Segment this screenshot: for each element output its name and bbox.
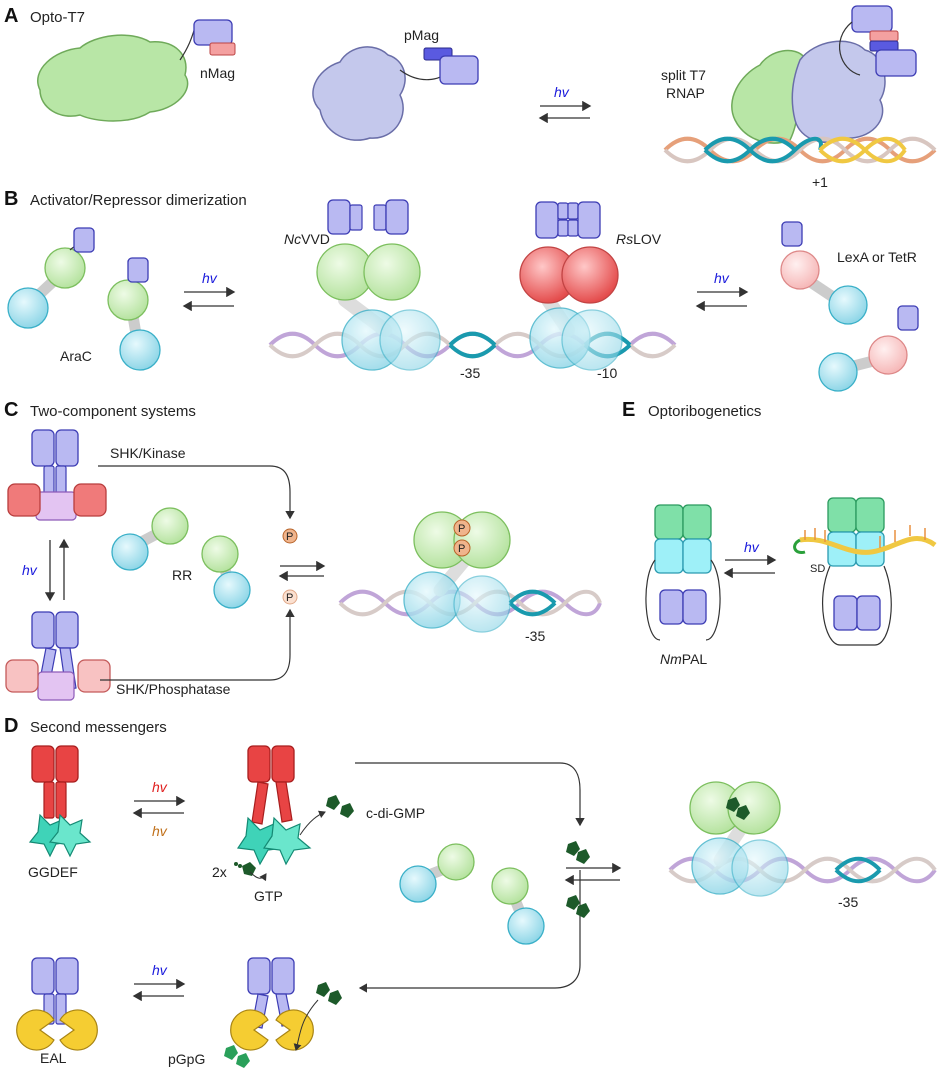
panel-a: A Opto-T7 nMag pMag hv split T7 RNAP	[4, 5, 937, 190]
rr-head-1	[151, 507, 189, 545]
panel-b-title: Activator/Repressor dimerization	[30, 192, 247, 209]
lexa-head-1	[780, 250, 820, 290]
label-sd: SD	[810, 563, 825, 575]
tf-dbd-d2	[507, 907, 545, 945]
phospho-p-4: P	[458, 543, 465, 555]
label-ncvvd: NcVVD	[284, 231, 330, 247]
label-pgpg: pGpG	[168, 1051, 205, 1067]
rr-head-2	[201, 535, 239, 573]
eal-domain-right	[59, 1009, 98, 1051]
label-shk-phosphatase: SHK/Phosphatase	[116, 681, 231, 697]
eal-domain-left	[16, 1009, 55, 1051]
lexa-head-2	[868, 335, 908, 375]
lexa-dbd-1	[828, 285, 868, 325]
shk-phosphatase-dhp	[37, 671, 75, 701]
nmag-domain	[193, 19, 233, 46]
panel-c-letter: C	[4, 399, 18, 421]
panel-a-title: Opto-T7	[30, 9, 85, 26]
tf-head-d2	[491, 867, 529, 905]
label-shk-kinase: SHK/Kinase	[110, 445, 186, 461]
shk-kinase-ca-left	[7, 483, 41, 517]
panel-b: B Activator/Repressor dimerization AraC …	[4, 188, 919, 392]
label-rnap: RNAP	[666, 85, 705, 101]
rslov-head-right	[561, 246, 619, 304]
panel-a-letter: A	[4, 5, 18, 27]
label-split-t7: split T7	[661, 67, 706, 83]
hv-label-a: hv	[554, 84, 570, 100]
label-minus10-b: -10	[597, 365, 617, 381]
panel-c: C Two-component systems SHK/Kinase hv SH…	[4, 399, 602, 701]
phospho-p-1: P	[286, 531, 293, 543]
tf-head-d1	[437, 843, 475, 881]
label-plus1: +1	[812, 174, 828, 190]
shk-kinase-ca-right	[73, 483, 107, 517]
label-arac: AraC	[60, 348, 92, 364]
ggdef-domain-right	[48, 813, 92, 858]
hv-label-d-blue: hv	[152, 962, 168, 978]
c-di-gmp-bound-icon	[726, 797, 750, 820]
label-minus35-c: -35	[525, 628, 545, 644]
c-di-gmp-icon	[326, 795, 354, 818]
label-nmag: nMag	[200, 65, 235, 81]
ggdef-active-right	[262, 816, 312, 866]
ncvvd-lov-right	[385, 199, 409, 235]
t7-n-fragment-surface	[37, 34, 189, 122]
c-di-gmp-binding-icon-2	[566, 895, 590, 918]
dna-a	[663, 136, 937, 164]
hv-label-e: hv	[744, 539, 760, 555]
hv-label-b1: hv	[202, 270, 218, 286]
hv-label-d-orange: hv	[152, 823, 168, 839]
lexa-dbd-2	[818, 352, 858, 392]
panel-b-letter: B	[4, 188, 18, 210]
label-minus35-b: -35	[460, 365, 480, 381]
rr-dbd-2	[213, 571, 251, 609]
label-lexa-tetr: LexA or TetR	[837, 249, 917, 265]
gtp-icon	[234, 862, 256, 876]
arac-head-2	[107, 279, 149, 321]
hv-label-d-red: hv	[152, 779, 168, 795]
c-di-gmp-icon-eal	[316, 982, 342, 1005]
label-nmpal: NmPAL	[660, 651, 707, 667]
panel-e-title: Optoribogenetics	[648, 403, 761, 420]
panel-e-letter: E	[622, 399, 635, 421]
hv-label-b2: hv	[714, 270, 730, 286]
label-rr: RR	[172, 567, 192, 583]
arac-dbd-1	[7, 287, 49, 329]
label-gtp: GTP	[254, 888, 283, 904]
vvd-domain-2	[127, 257, 149, 283]
label-eal: EAL	[40, 1050, 67, 1066]
label-c-di-gmp: c-di-GMP	[366, 805, 425, 821]
shk-kinase-dhp	[35, 491, 77, 521]
pgpg-icon	[224, 1045, 250, 1068]
ncvvd-head-right	[363, 243, 421, 301]
nmag-tag	[209, 42, 236, 56]
split-t7-lavender	[791, 40, 886, 143]
hv-label-c: hv	[22, 562, 38, 578]
phospho-p-3: P	[458, 523, 465, 535]
t7-c-fragment-surface	[312, 46, 406, 141]
phospho-p-2: P	[286, 592, 293, 604]
arac-head-1	[44, 247, 86, 289]
pmag-domain	[439, 55, 479, 85]
rna-strand	[799, 536, 937, 555]
panel-d-title: Second messengers	[30, 719, 167, 736]
arac-dbd-2	[119, 329, 161, 371]
label-rslov: RsLOV	[616, 231, 662, 247]
label-minus35-d: -35	[838, 894, 858, 910]
label-2x: 2x	[212, 864, 227, 880]
c-di-gmp-binding-icon-1	[566, 841, 590, 864]
ncvvd-lov-left	[327, 199, 351, 235]
label-pmag: pMag	[404, 27, 439, 43]
panel-d: D Second messengers GGDEF hv hv c-di-GMP…	[4, 715, 937, 1068]
label-ggdef: GGDEF	[28, 864, 78, 880]
panel-e: E Optoribogenetics NmPAL hv SD	[622, 399, 937, 667]
panel-c-title: Two-component systems	[30, 403, 196, 420]
tf-dbd-d1	[399, 865, 437, 903]
rr-dbd-1	[111, 533, 149, 571]
vvd-domain-1	[73, 227, 95, 253]
panel-d-letter: D	[4, 715, 18, 737]
